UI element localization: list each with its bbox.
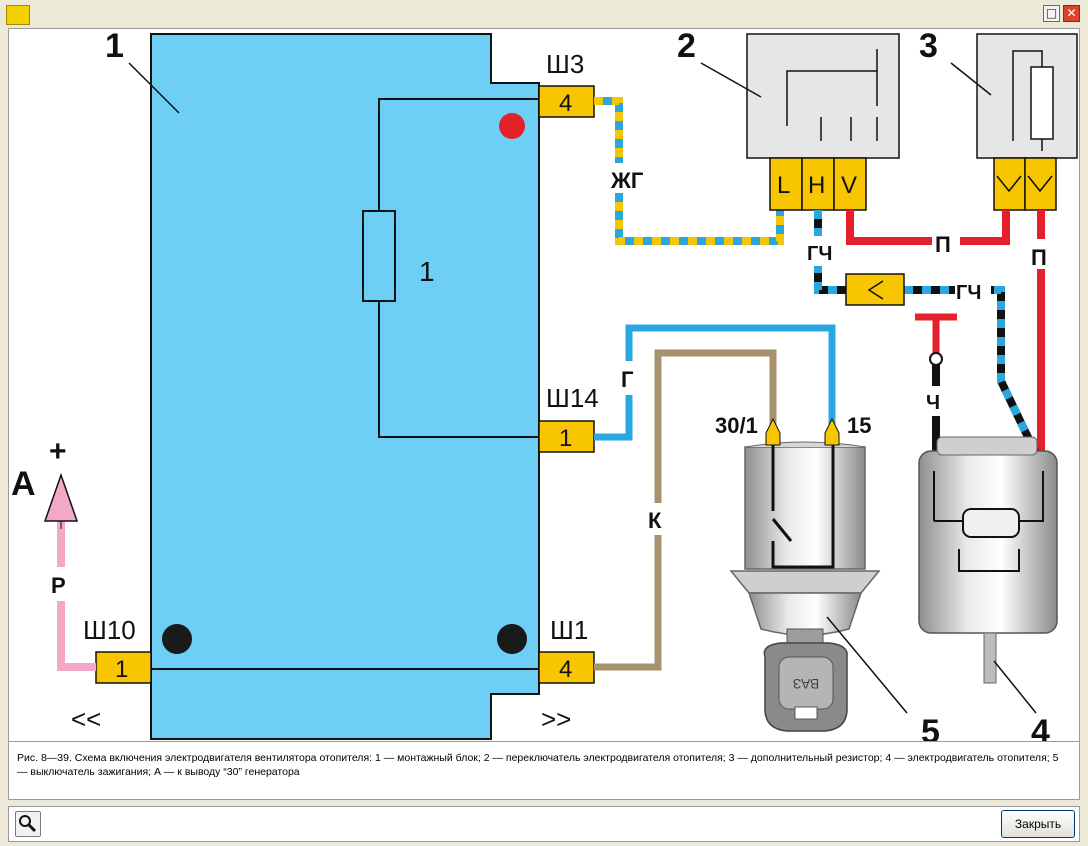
switch-pin-v	[833, 157, 867, 211]
switch-pin-h-label: H	[808, 172, 825, 199]
ground-symbol	[915, 313, 957, 353]
connector-sh3-pin: 4	[559, 90, 572, 117]
fuse-label: 1	[419, 256, 435, 287]
mounting-block	[150, 33, 540, 740]
resistor-element	[1030, 66, 1054, 140]
switch-pin-h	[801, 157, 835, 211]
additional-resistor	[976, 33, 1078, 159]
wire-label-r: Р	[51, 573, 66, 598]
connector-sh14-name: Ш14	[546, 383, 599, 413]
wire-zhg	[594, 97, 784, 245]
close-window-button[interactable]: ✕	[1063, 5, 1080, 22]
resistor-pin-left	[993, 157, 1026, 211]
leader-line-3	[950, 62, 992, 96]
connector-sh10-name: Ш10	[83, 615, 136, 645]
figure-caption: Рис. 8—39. Схема включения электродвигат…	[17, 752, 1059, 778]
leader-line-1	[128, 62, 180, 114]
heater-motor	[918, 450, 1058, 634]
intermediate-connector	[845, 273, 905, 306]
ignition-terminal-30-1: 30/1	[715, 413, 758, 438]
wire-label-g: Г	[621, 367, 634, 392]
motor-shaft	[983, 632, 997, 684]
connector-sh3	[538, 85, 595, 118]
wire-label-gch-2: ГЧ	[956, 282, 981, 304]
connector-sh1	[538, 651, 595, 684]
title-bar: □ ✕	[0, 0, 1088, 28]
wire-label-p-2: П	[1031, 245, 1047, 270]
caption-panel: Рис. 8—39. Схема включения электродвигат…	[8, 742, 1080, 800]
motor-brush	[962, 508, 1020, 538]
component-number-4: 4	[1031, 713, 1050, 742]
leader-line-4	[993, 660, 1037, 714]
red-dot	[499, 113, 525, 139]
wire-label-gch-1: ГЧ	[807, 243, 832, 265]
component-number-2: 2	[677, 29, 696, 65]
connector-sh14-pin: 1	[559, 425, 572, 452]
restore-button[interactable]: □	[1043, 5, 1060, 22]
connector-sh3-name: Ш3	[546, 49, 584, 79]
wire-label-p-1: П	[935, 232, 951, 257]
leader-line-2	[700, 62, 762, 98]
resistor-pin-right	[1024, 157, 1057, 211]
black-dot-right	[497, 624, 527, 654]
ignition-switch	[744, 446, 866, 570]
key-text: ВАЗ	[793, 676, 820, 692]
wire-label-ch: Ч	[926, 392, 940, 414]
switch-pin-v-label: V	[841, 172, 857, 199]
connector-sh10-pin: 1	[115, 656, 128, 683]
ignition-terminal-15: 15	[847, 413, 871, 438]
fuse-symbol	[362, 210, 396, 302]
wire-g	[594, 324, 836, 441]
wire-label-k: К	[648, 508, 662, 533]
connector-symbol-right: >>	[541, 704, 571, 734]
close-button[interactable]: Закрыть	[1001, 810, 1075, 838]
switch-pin-l-label: L	[777, 172, 790, 199]
app-icon	[6, 5, 30, 25]
footer-bar: Закрыть	[8, 806, 1080, 842]
connector-sh1-pin: 4	[559, 656, 572, 683]
switch-contacts	[786, 49, 878, 141]
wire-p-1	[846, 210, 1010, 245]
component-number-5: 5	[921, 713, 940, 742]
magnifier-icon	[19, 815, 37, 833]
leader-line-5	[826, 616, 908, 714]
generator-label: А	[11, 465, 36, 503]
generator-plus: +	[49, 435, 67, 468]
diagram-canvas: 1 1 4 Ш3 1 Ш14 1 Ш10 4 Ш1 << >> ЖГ L H V…	[8, 28, 1080, 742]
connector-sh1-name: Ш1	[550, 615, 588, 645]
heater-switch	[746, 33, 900, 159]
wiring-diagram: 1 1 4 Ш3 1 Ш14 1 Ш10 4 Ш1 << >> ЖГ L H V…	[11, 29, 1078, 742]
wire-k	[594, 349, 777, 671]
connector-sh10	[95, 651, 152, 684]
component-number-1: 1	[105, 29, 124, 65]
generator-arrow	[43, 472, 79, 522]
zoom-button[interactable]	[15, 811, 41, 837]
connector-symbol-left: <<	[71, 704, 101, 734]
component-number-3: 3	[919, 29, 938, 65]
wire-label-zhg: ЖГ	[610, 168, 644, 193]
black-dot-left	[162, 624, 192, 654]
